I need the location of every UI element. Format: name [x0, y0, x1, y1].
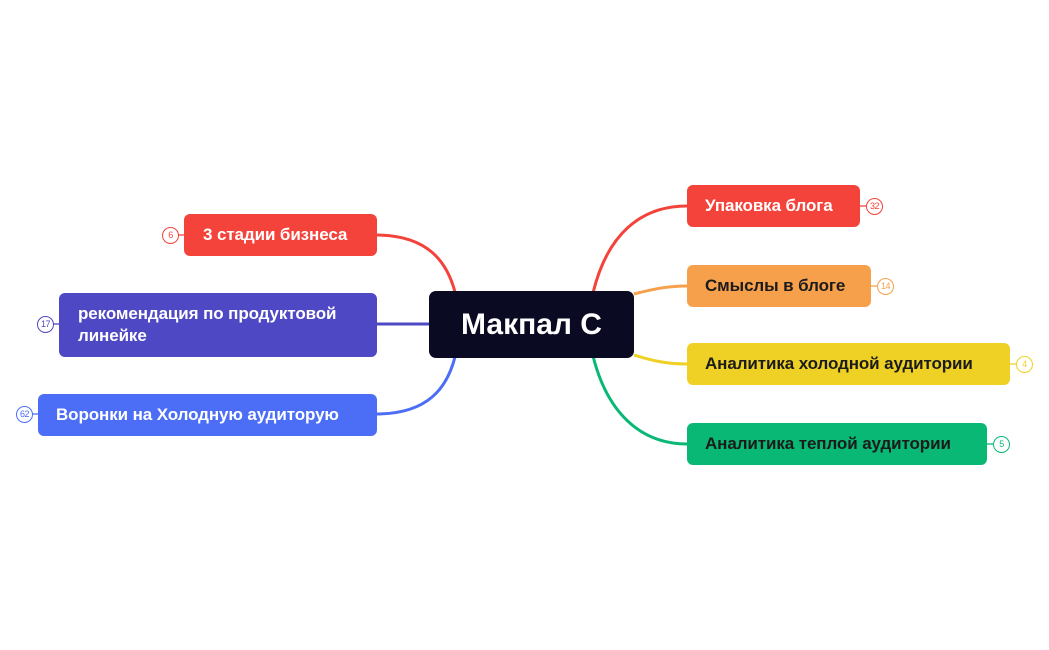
branch-analitika-teploy-count-badge[interactable]: 5 [993, 436, 1010, 453]
branch-voronki[interactable]: Воронки на Холодную аудиторую [38, 394, 377, 436]
connector-upakovka [591, 204, 688, 294]
branch-rekomendatsiya[interactable]: рекомендация по продуктовой линейке [59, 293, 377, 357]
branch-upakovka-bloga-label: Упаковка блога [705, 196, 833, 215]
branch-3-stadii-biznesa[interactable]: 3 стадии бизнеса [184, 214, 377, 256]
central-topic[interactable]: Макпал С [429, 291, 634, 358]
branch-smysly-v-bloge[interactable]: Смыслы в блоге [687, 265, 871, 307]
connector-kholodnaya [633, 353, 688, 366]
branch-smysly-v-bloge-count-badge[interactable]: 14 [877, 278, 894, 295]
branch-smysly-v-bloge-label: Смыслы в блоге [705, 276, 846, 295]
connector-teplaya [591, 355, 688, 446]
connector-smysly [633, 284, 688, 296]
branch-analitika-teploy[interactable]: Аналитика теплой аудитории [687, 423, 987, 465]
branch-rekomendatsiya-label: рекомендация по продуктовой линейке [78, 304, 337, 345]
branch-3-stadii-biznesa-count-badge[interactable]: 6 [162, 227, 179, 244]
branch-voronki-label: Воронки на Холодную аудиторую [56, 405, 339, 424]
branch-analitika-kholodnoy-label: Аналитика холодной аудитории [705, 354, 973, 373]
branch-upakovka-bloga-count-badge[interactable]: 32 [866, 198, 883, 215]
branch-analitika-teploy-label: Аналитика теплой аудитории [705, 434, 951, 453]
branch-analitika-kholodnoy[interactable]: Аналитика холодной аудитории [687, 343, 1010, 385]
connector-stadii [375, 233, 457, 293]
connector-voronki [375, 356, 457, 416]
branch-voronki-count-badge[interactable]: 62 [16, 406, 33, 423]
central-topic-label: Макпал С [461, 307, 602, 341]
branch-analitika-kholodnoy-count-badge[interactable]: 4 [1016, 356, 1033, 373]
branch-3-stadii-biznesa-label: 3 стадии бизнеса [203, 225, 348, 244]
branch-upakovka-bloga[interactable]: Упаковка блога [687, 185, 860, 227]
branch-rekomendatsiya-count-badge[interactable]: 17 [37, 316, 54, 333]
